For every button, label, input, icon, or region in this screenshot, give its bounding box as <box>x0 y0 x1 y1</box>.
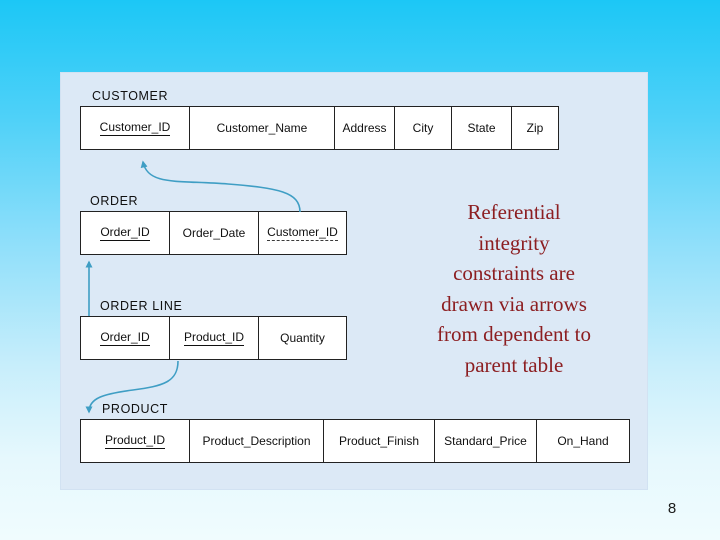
table-product-columns: Product_ID Product_Description Product_F… <box>80 419 630 463</box>
column-label: State <box>467 121 496 135</box>
table-product: PRODUCT Product_ID Product_Description P… <box>80 402 630 463</box>
caption-line: drawn via arrows <box>441 291 587 316</box>
column-standard-price: Standard_Price <box>434 420 536 462</box>
table-product-title: PRODUCT <box>102 402 169 416</box>
caption-line: constraints are <box>453 261 575 285</box>
column-label: Customer_ID <box>267 225 338 241</box>
column-state: State <box>451 107 511 149</box>
table-customer-title: CUSTOMER <box>92 89 169 103</box>
table-order-line: ORDER LINE Order_ID Product_ID Quantity <box>80 299 347 360</box>
column-customer-name: Customer_Name <box>189 107 334 149</box>
column-label: Address <box>342 121 387 135</box>
column-label: Order_Date <box>182 226 246 240</box>
caption-text: Referential integrity constraints are dr… <box>406 197 622 380</box>
column-product-id: Product_ID <box>169 317 258 359</box>
table-customer-columns: Customer_ID Customer_Name Address City S… <box>80 106 559 150</box>
table-order-columns: Order_ID Order_Date Customer_ID <box>80 211 347 255</box>
column-label: Product_ID <box>104 433 166 449</box>
table-order-line-title: ORDER LINE <box>100 299 183 313</box>
column-city: City <box>394 107 451 149</box>
column-label: Order_ID <box>100 225 150 241</box>
column-label: Product_Description <box>202 434 311 448</box>
column-order-date: Order_Date <box>169 212 258 254</box>
caption-line: parent table <box>464 352 564 377</box>
caption-line: Referential <box>467 200 561 224</box>
table-order-title: ORDER <box>90 194 139 208</box>
table-order: ORDER Order_ID Order_Date Customer_ID <box>80 194 347 255</box>
column-product-finish: Product_Finish <box>323 420 434 462</box>
column-customer-id: Customer_ID <box>81 107 189 149</box>
column-product-id: Product_ID <box>81 420 189 462</box>
column-order-id: Order_ID <box>81 317 169 359</box>
column-customer-id-fk: Customer_ID <box>258 212 346 254</box>
column-product-description: Product_Description <box>189 420 323 462</box>
column-quantity: Quantity <box>258 317 346 359</box>
page-number: 8 <box>667 500 677 517</box>
column-order-id: Order_ID <box>81 212 169 254</box>
column-label: Product_Finish <box>338 434 420 448</box>
table-order-line-columns: Order_ID Product_ID Quantity <box>80 316 347 360</box>
column-label: Zip <box>526 121 544 135</box>
column-zip: Zip <box>511 107 558 149</box>
column-label: Standard_Price <box>444 434 527 448</box>
column-on-hand: On_Hand <box>536 420 629 462</box>
column-address: Address <box>334 107 394 149</box>
column-label: City <box>412 121 434 135</box>
column-label: Customer_ID <box>99 120 171 136</box>
column-label: On_Hand <box>557 434 609 448</box>
caption-line: from dependent to <box>437 322 591 346</box>
column-label: Customer_Name <box>216 121 308 135</box>
column-label: Product_ID <box>183 330 245 346</box>
column-label: Quantity <box>280 331 325 345</box>
caption-line: integrity <box>478 230 550 255</box>
table-customer: CUSTOMER Customer_ID Customer_Name Addre… <box>80 89 559 150</box>
column-label: Order_ID <box>100 330 150 346</box>
